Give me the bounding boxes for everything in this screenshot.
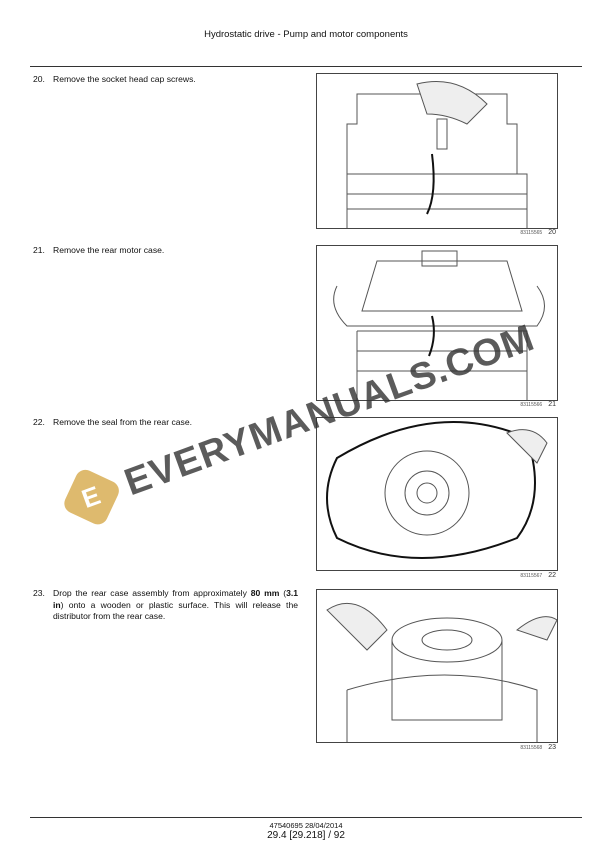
step-number: 20. <box>33 74 45 84</box>
page-header-title: Hydrostatic drive - Pump and motor compo… <box>204 29 408 40</box>
step-text: Remove the socket head cap screws. <box>53 74 196 84</box>
step-22: 22. Remove the seal from the rear case. <box>33 417 298 429</box>
step-text: Remove the seal from the rear case. <box>53 417 192 427</box>
figure-23 <box>316 589 558 743</box>
figure-21 <box>316 245 558 401</box>
step-21: 21. Remove the rear motor case. <box>33 245 298 257</box>
header-rule <box>30 66 582 67</box>
footer-rule <box>30 817 582 818</box>
figure-22 <box>316 417 558 571</box>
figure-20 <box>316 73 558 229</box>
step-20: 20. Remove the socket head cap screws. <box>33 74 298 86</box>
footer-doc-info: 47540695 28/04/2014 <box>269 821 343 830</box>
step-number: 23. <box>33 588 45 598</box>
step-text: Remove the rear motor case. <box>53 245 165 255</box>
step-text: Drop the rear case assembly from approxi… <box>53 588 299 621</box>
step-number: 22. <box>33 417 45 427</box>
step-23: 23. Drop the rear case assembly from appr… <box>33 588 298 623</box>
step-number: 21. <box>33 245 45 255</box>
watermark-logo: E <box>61 466 123 528</box>
footer-page-number: 29.4 [29.218] / 92 <box>267 830 345 841</box>
